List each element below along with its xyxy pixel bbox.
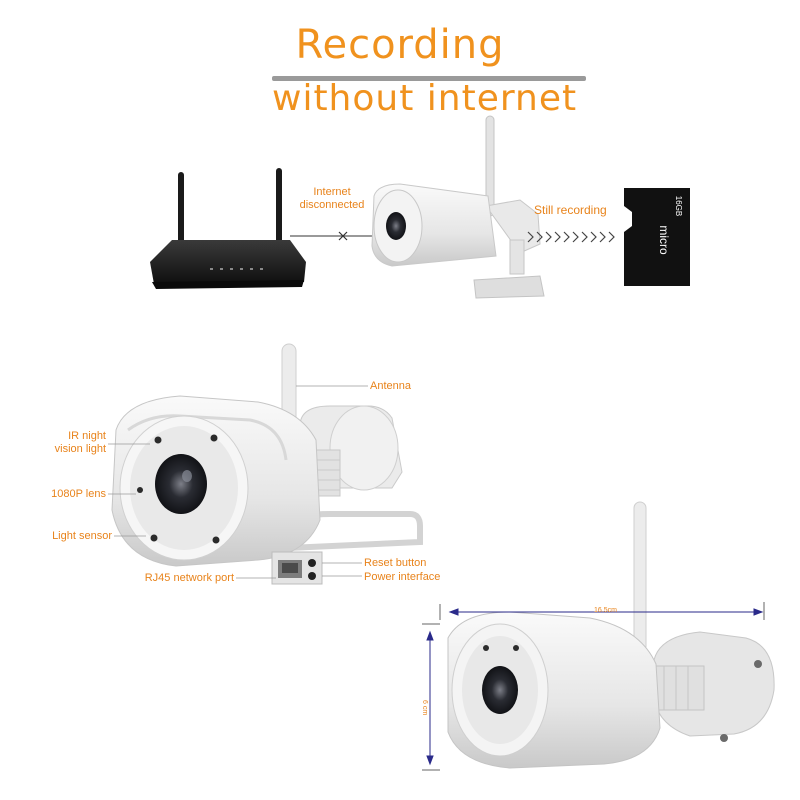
router-icon	[150, 168, 306, 289]
title-without-internet: without internet	[272, 78, 578, 119]
callout-leaders	[108, 385, 368, 579]
title-rule	[272, 76, 586, 81]
still-recording-label: Still recording	[534, 203, 607, 217]
ir-night-vision-label: IR night vision light	[30, 430, 106, 456]
internet-disconnected-label: Internet disconnected	[292, 186, 372, 212]
dimension-lines	[422, 602, 765, 771]
width-dimension-label: 16.5cm	[594, 607, 617, 614]
lens-label: 1080P lens	[51, 488, 106, 500]
light-sensor-label: Light sensor	[52, 530, 112, 542]
vision-light-text: vision light	[54, 443, 106, 455]
sd-card-icon: micro 16GB	[624, 188, 690, 286]
power-interface-label: Power interface	[364, 571, 441, 583]
recording-flow-arrows	[527, 231, 615, 243]
sd-card-capacity-label: 16GB	[674, 196, 683, 216]
height-dimension-label: 6 cm	[421, 700, 428, 716]
disconnected-label: disconnected	[299, 199, 365, 211]
antenna-label: Antenna	[370, 380, 411, 392]
sd-card-micro-label: micro	[657, 225, 671, 255]
internet-label: Internet	[313, 186, 351, 198]
reset-button-label: Reset button	[364, 557, 427, 569]
camera-callout-icon	[111, 343, 423, 585]
camera-dimension-icon	[447, 501, 775, 769]
cross-icon	[338, 231, 348, 241]
title-recording: Recording	[295, 22, 505, 68]
rj45-port-label: RJ45 network port	[144, 572, 234, 584]
ir-night-text: IR night	[68, 430, 106, 442]
camera-icon	[371, 115, 545, 299]
